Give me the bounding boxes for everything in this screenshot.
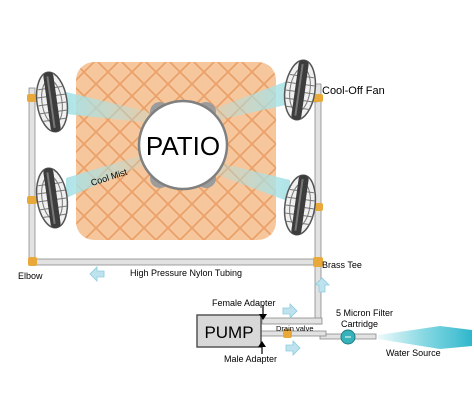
pump-label: PUMP: [204, 323, 253, 342]
water-source-label: Water Source: [386, 348, 441, 358]
elbow-label: Elbow: [18, 271, 43, 281]
female-adapter-label: Female Adapter: [212, 298, 276, 308]
brass-tee-label: Brass Tee: [322, 260, 362, 270]
mist-cone-bottom-left: [66, 154, 150, 198]
adapter-pointers: [258, 305, 267, 354]
mist-cone-top-right: [200, 80, 290, 124]
pump-box: [196, 314, 262, 348]
table-chair-icon: [137, 99, 229, 191]
male-adapter-label: Male Adapter: [224, 354, 277, 364]
drain-valve-label: Drain valve: [276, 324, 314, 333]
filter-icon: [340, 329, 356, 345]
cool-off-fan-label: Cool-Off Fan: [322, 85, 385, 97]
tubing-label: High Pressure Nylon Tubing: [130, 268, 242, 278]
filter-label-line1: 5 Micron Filter: [336, 308, 393, 318]
water-stream-icon: [378, 326, 472, 349]
mist-cone-top-left: [66, 92, 160, 124]
mist-cone-bottom-right: [204, 160, 290, 202]
patio-label: PATIO: [146, 131, 220, 161]
filter-label-line2: Cartridge: [341, 319, 378, 329]
